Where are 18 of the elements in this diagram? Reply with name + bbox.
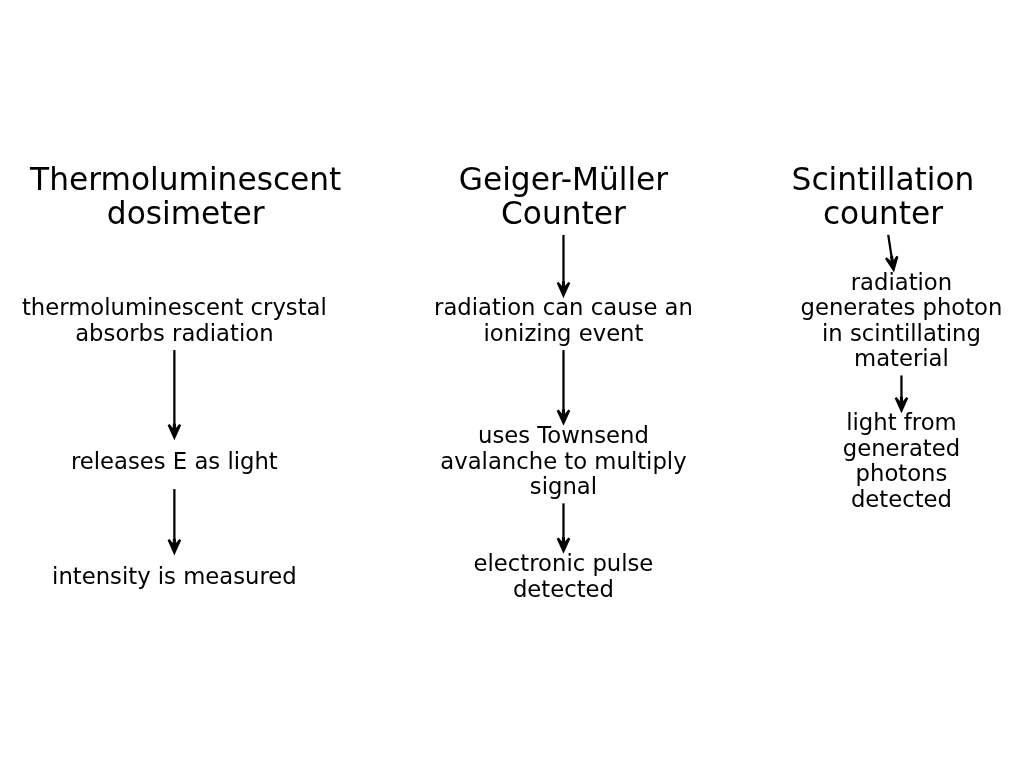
arrow [556,349,571,424]
node-text: uses Townsend avalanche to multiply signal [440,421,687,499]
node-text: electronic pulse detected [473,549,654,602]
arrow [556,234,571,297]
node-text: radiation can cause an ionizing event [434,293,693,346]
node-text: Scintillation counter [791,160,975,231]
node-text: thermoluminescent crystal absorbs radiation [21,293,327,346]
arrow [167,488,182,554]
node-text: Geiger-Müller Counter [458,160,669,231]
node-text: releases E as light [70,447,278,474]
arrow [884,234,899,271]
label: Thermoluminescent dosimeter [30,160,342,231]
arrow [556,502,571,552]
arrow [167,349,182,439]
arrow [894,374,909,412]
node-text: light from generated photons detected [842,408,961,512]
node-text: radiation generates photon in scintillating material [800,268,1003,371]
node-text: intensity is measured [52,562,297,589]
